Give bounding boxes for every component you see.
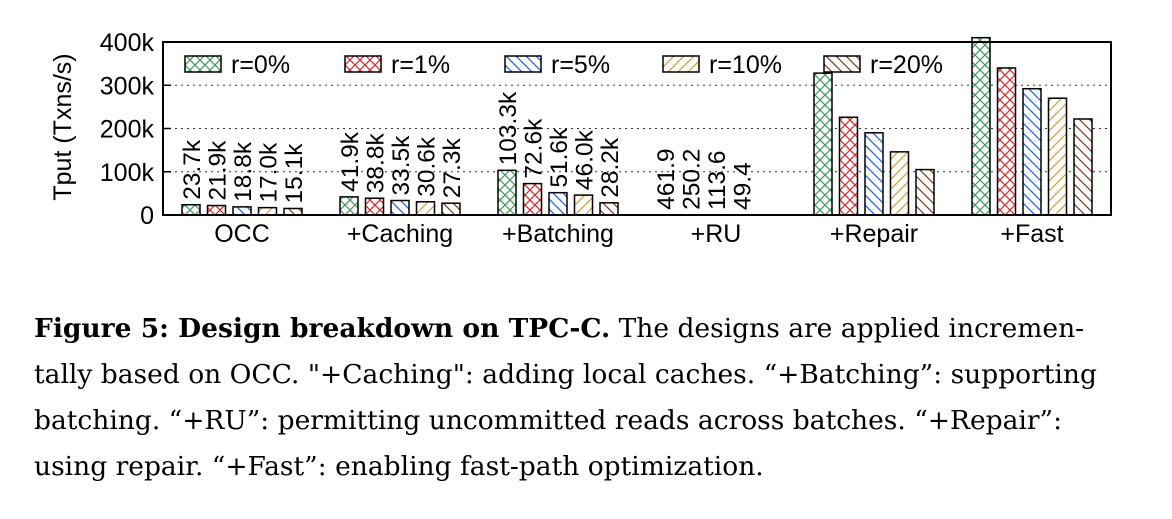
bar: [257, 206, 278, 216]
x-tick-label: OCC: [214, 220, 270, 248]
legend-label: r=20%: [870, 51, 943, 79]
legend-swatch: [184, 55, 222, 73]
x-tick-label: +Repair: [830, 220, 918, 248]
bar: [971, 36, 991, 216]
x-tick-label: +Fast: [1000, 220, 1063, 248]
bar: [813, 72, 833, 216]
bar-value-label: 461.9: [653, 148, 680, 209]
legend-label: r=0%: [231, 51, 290, 79]
bar-value-label: 30.6k: [414, 136, 441, 197]
bar-value-label: 18.8k: [230, 141, 257, 202]
bar-value-label: 41.9k: [337, 131, 364, 192]
bar: [364, 197, 385, 216]
bar: [915, 168, 935, 216]
legend-label: r=10%: [709, 51, 782, 79]
y-axis-ticks: 0 100k 200k 300k 400k: [100, 29, 171, 230]
bars: [181, 36, 1093, 216]
bar: [390, 199, 410, 216]
bar-value-label: 17.0k: [256, 142, 283, 203]
bar: [889, 151, 910, 216]
legend-item: r=10%: [662, 51, 782, 79]
x-tick-label: +Caching: [347, 220, 453, 248]
y-tick-label: 0: [140, 202, 154, 230]
bar: [522, 182, 543, 216]
bar: [599, 202, 619, 216]
bar: [573, 194, 594, 216]
bar-value-label: 28.2k: [597, 137, 624, 198]
bar: [864, 132, 884, 216]
bar: [206, 204, 227, 216]
x-axis-tick-labels: OCC +Caching +Batching +RU +Repair +Fast: [214, 220, 1063, 248]
y-tick-label: 200k: [100, 116, 155, 144]
y-tick-label: 100k: [100, 159, 155, 187]
bar-value-label: 103.3k: [495, 91, 522, 165]
legend-item: r=5%: [504, 51, 610, 79]
bar: [232, 206, 252, 216]
bar: [548, 191, 568, 216]
y-axis-label: Tput (Txns/s): [49, 53, 77, 200]
bar-value-label: 113.6: [704, 150, 731, 210]
bar: [497, 169, 517, 216]
legend-label: r=5%: [551, 51, 610, 79]
bar-value-label: 49.4: [730, 162, 757, 210]
caption-line: batching. “+RU”: permitting uncommitted …: [34, 405, 1063, 436]
bar: [441, 202, 461, 216]
bar-value-label: 38.8k: [363, 133, 390, 194]
bar-value-label: 33.5k: [388, 135, 415, 196]
bar: [415, 201, 436, 216]
caption-line: tally based on OCC. "+Caching": adding l…: [34, 359, 1097, 390]
bar-value-label: 21.9k: [205, 140, 232, 201]
bar-value-label: 72.6k: [521, 118, 548, 179]
bar: [1073, 118, 1093, 216]
legend-label: r=1%: [391, 51, 450, 79]
bar-value-label: 51.6k: [546, 127, 573, 188]
bar-value-label: 23.7k: [179, 139, 206, 200]
legend-item: r=0%: [184, 51, 290, 79]
legend-swatch: [823, 55, 861, 73]
caption-line: Figure 5: Design breakdown on TPC-C. The…: [34, 306, 1134, 352]
bar-value-label: 250.2: [679, 149, 706, 210]
bar: [838, 116, 859, 216]
caption-label: Figure 5: Design breakdown on TPC-C.: [34, 313, 611, 344]
bar-value-label: 15.1k: [281, 143, 308, 204]
y-tick-label: 300k: [100, 72, 155, 100]
legend-swatch: [344, 55, 382, 73]
bar-value-label: 27.3k: [439, 138, 466, 199]
bar: [1047, 97, 1068, 216]
legend: r=0% r=1% r=5% r=10% r=20%: [184, 51, 943, 79]
caption-text: The designs are applied incremen-: [610, 313, 1085, 344]
bar: [996, 67, 1017, 216]
bar: [339, 196, 359, 216]
x-tick-label: +Batching: [502, 220, 614, 248]
legend-item: r=1%: [344, 51, 450, 79]
figure-caption: Figure 5: Design breakdown on TPC-C. The…: [34, 306, 1134, 490]
bar-value-label: 46.0k: [572, 129, 599, 190]
x-tick-label: +RU: [691, 220, 742, 248]
bar: [1022, 87, 1042, 216]
legend-item: r=20%: [823, 51, 943, 79]
legend-swatch: [662, 55, 700, 73]
legend-swatch: [504, 55, 542, 73]
y-tick-label: 400k: [100, 29, 155, 57]
caption-line: using repair. “+Fast”: enabling fast-pat…: [34, 451, 764, 482]
bar: [181, 203, 201, 216]
